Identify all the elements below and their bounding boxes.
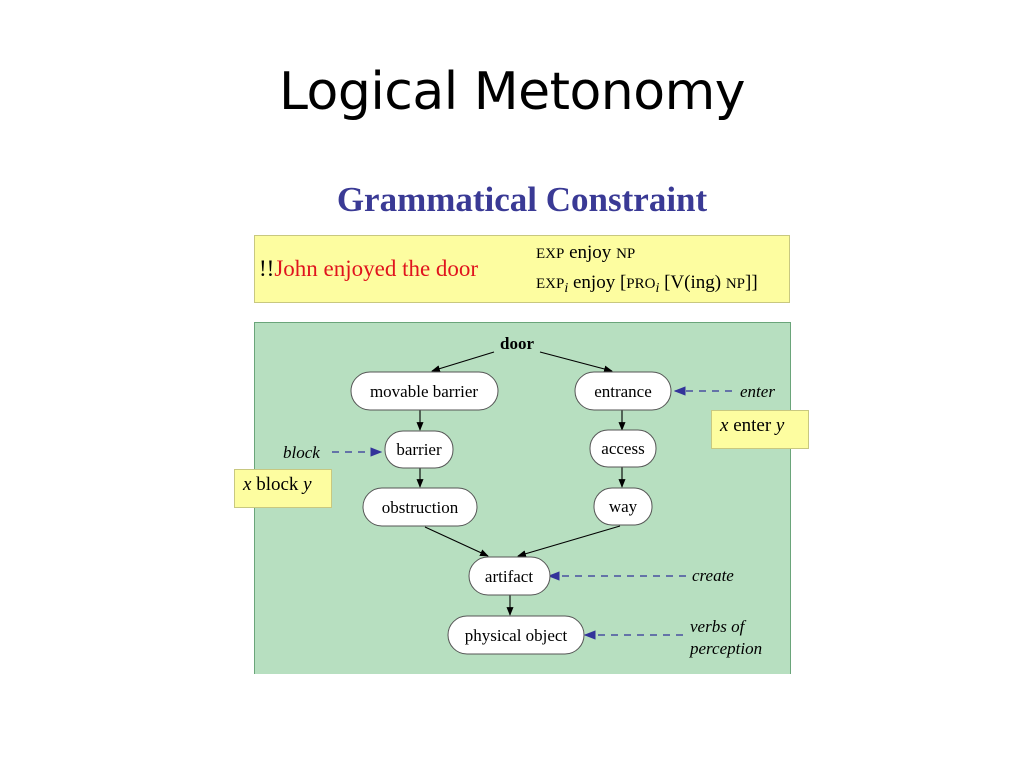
node-access-label: access: [601, 439, 644, 458]
note-block-y: y: [303, 474, 312, 495]
slide-title: Logical Metonomy: [278, 62, 746, 122]
verb-create: create: [692, 566, 734, 585]
node-barrier-label: barrier: [396, 440, 442, 459]
example-text: John enjoyed the door: [274, 256, 479, 281]
edge-obstruction-artifact: [424, 526, 489, 557]
node-door: door: [500, 334, 534, 353]
note-enter-x: x: [720, 415, 729, 436]
note-block-verb: block: [256, 474, 299, 495]
ungrammatical-marker: !!: [259, 256, 275, 281]
formula2-exp: EXP: [536, 276, 565, 292]
formula1-exp: EXP: [536, 246, 565, 262]
formula-control: EXPi enjoy [PROi [V(ing) NP]]: [536, 272, 758, 297]
diagram-panel: [254, 322, 791, 674]
node-obstruction: obstruction: [362, 487, 478, 527]
node-artifact-label: artifact: [485, 567, 533, 586]
formula2-sub-i2: i: [655, 281, 660, 296]
formula1-verb: enjoy: [569, 242, 612, 263]
formula2-sub-i: i: [564, 281, 569, 296]
node-barrier: barrier: [384, 430, 454, 469]
node-physical-object: physical object: [447, 615, 585, 655]
node-entrance: entrance: [574, 371, 672, 411]
note-block-x: x: [243, 474, 252, 495]
formula2-verb: enjoy: [572, 272, 616, 293]
node-entrance-label: entrance: [594, 382, 652, 401]
note-block: x block y: [234, 469, 332, 508]
edge-way-artifact: [517, 525, 621, 558]
node-access: access: [589, 429, 657, 468]
formula1-np: NP: [616, 246, 636, 262]
node-movable-barrier-label: movable barrier: [370, 382, 478, 401]
node-movable-barrier: movable barrier: [350, 371, 499, 411]
note-enter-y: y: [775, 415, 785, 436]
formula2-lbracket: [: [619, 272, 627, 293]
figure-title: Grammatical Constraint: [336, 180, 708, 219]
node-artifact: artifact: [468, 556, 551, 596]
verb-perception-line2: perception: [689, 639, 762, 658]
node-way: way: [593, 487, 653, 526]
formula2-rbracket: ]]: [745, 272, 758, 293]
edge-door-entrance: [539, 351, 613, 373]
note-enter-verb: enter: [733, 415, 772, 436]
formula2-pro: PRO: [626, 276, 656, 292]
node-physical-object-label: physical object: [465, 626, 568, 645]
node-way-label: way: [609, 497, 638, 516]
example-box: !!John enjoyed the door EXP enjoy NP EXP…: [254, 235, 790, 303]
example-sentence: !!John enjoyed the door: [259, 256, 478, 282]
formula2-vbracket: [V(ing): [664, 272, 722, 293]
verb-perception-line1: verbs of: [690, 617, 747, 636]
formula-simple: EXP enjoy NP: [536, 242, 635, 264]
edge-door-movable-barrier: [431, 351, 495, 373]
verb-enter: enter: [740, 382, 775, 401]
note-enter: x enter y: [711, 410, 809, 449]
verb-block: block: [283, 443, 320, 462]
node-obstruction-label: obstruction: [382, 498, 459, 517]
formula2-np: NP: [725, 276, 746, 292]
